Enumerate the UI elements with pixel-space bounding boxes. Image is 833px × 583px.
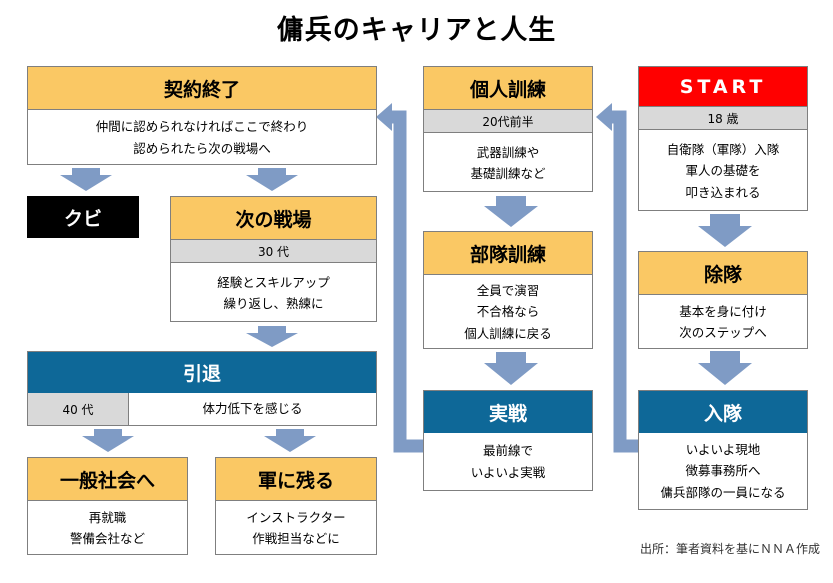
stay-line: 作戦担当などに: [252, 531, 340, 546]
retire-age: 40 代: [28, 393, 129, 425]
combat-description: 最前線で いよいよ実戦: [424, 433, 592, 490]
enlist-description: いよいよ現地 徴募事務所へ 傭兵部隊の一員になる: [639, 433, 807, 509]
next-field-description: 経験とスキルアップ 繰り返し、熟練に: [171, 263, 376, 323]
stay-line: インストラクター: [246, 509, 346, 525]
start-line: 叩き込まれる: [685, 184, 761, 200]
combat-box: 実戦 最前線で いよいよ実戦: [423, 390, 593, 491]
start-age: 18 歳: [639, 106, 807, 130]
contract-end-description: 仲間に認められなければここで終わり 認められたら次の戦場へ: [28, 110, 376, 165]
enlist-line: 傭兵部隊の一員になる: [660, 484, 786, 500]
retire-box: 引退 40 代 体力低下を感じる: [27, 351, 377, 426]
start-line: 自衛隊（軍隊）入隊: [666, 142, 780, 158]
stay-box: 軍に残る インストラクター 作戦担当などに: [215, 457, 377, 555]
next-field-age: 30 代: [171, 239, 376, 263]
individual-training-line: 基礎訓練など: [470, 166, 546, 181]
loop-combat-to-contract: [392, 110, 424, 453]
discharge-box: 除隊 基本を身に付け 次のステップへ: [638, 251, 808, 349]
source-note: 出所：筆者資料を基にＮＮＡ作成: [639, 542, 820, 556]
unit-training-header: 部隊訓練: [424, 232, 592, 275]
unit-training-line: 全員で演習: [476, 283, 540, 299]
civilian-header: 一般社会へ: [28, 458, 187, 501]
retire-header: 引退: [28, 352, 376, 393]
start-header: START: [639, 67, 807, 106]
loop-arrowhead-contract: [376, 103, 392, 131]
unit-training-description: 全員で演習 不合格なら 個人訓練に戻る: [424, 275, 592, 349]
combat-header: 実戦: [424, 391, 592, 433]
arrow-individual-to-unit: [484, 196, 538, 227]
next-field-header: 次の戦場: [171, 197, 376, 239]
stay-description: インストラクター 作戦担当などに: [216, 501, 376, 555]
unit-training-line: 個人訓練に戻る: [464, 325, 552, 341]
unit-training-line: 不合格なら: [476, 304, 540, 320]
start-box: START 18 歳 自衛隊（軍隊）入隊 軍人の基礎を 叩き込まれる: [638, 66, 808, 211]
combat-line: 最前線で: [482, 443, 533, 459]
arrow-contract-to-next: [246, 168, 298, 191]
individual-training-age: 20代前半: [424, 109, 592, 133]
loop-arrowhead-individual: [596, 103, 612, 131]
contract-end-box: 契約終了 仲間に認められなければここで終わり 認められたら次の戦場へ: [27, 66, 377, 165]
enlist-box: 入隊 いよいよ現地 徴募事務所へ 傭兵部隊の一員になる: [638, 390, 808, 510]
individual-training-box: 個人訓練 20代前半 武器訓練や 基礎訓練など: [423, 66, 593, 192]
arrow-start-to-discharge: [698, 214, 752, 247]
discharge-header: 除隊: [639, 252, 807, 295]
retire-detail-row: 40 代 体力低下を感じる: [28, 393, 376, 425]
fired-box: クビ: [27, 196, 139, 238]
enlist-line: いよいよ現地: [685, 442, 761, 458]
individual-training-description: 武器訓練や 基礎訓練など: [424, 133, 592, 193]
discharge-line: 基本を身に付け: [679, 303, 767, 319]
discharge-line: 次のステップへ: [679, 325, 767, 340]
arrow-retire-to-civilian: [82, 429, 134, 452]
next-field-line: 繰り返し、熟練に: [223, 296, 324, 311]
arrow-next-to-retire: [246, 326, 298, 347]
contract-end-line: 認められたら次の戦場へ: [133, 140, 271, 156]
enlist-header: 入隊: [639, 391, 807, 433]
arrow-unit-to-combat: [484, 352, 538, 385]
discharge-description: 基本を身に付け 次のステップへ: [639, 295, 807, 349]
contract-end-header: 契約終了: [28, 67, 376, 110]
next-field-line: 経験とスキルアップ: [217, 274, 330, 290]
civilian-line: 警備会社など: [69, 531, 145, 546]
arrow-discharge-to-enlist: [698, 351, 752, 385]
combat-line: いよいよ実戦: [470, 464, 546, 480]
start-description: 自衛隊（軍隊）入隊 軍人の基礎を 叩き込まれる: [639, 130, 807, 212]
start-line: 軍人の基礎を: [685, 163, 761, 179]
enlist-line: 徴募事務所へ: [685, 463, 761, 479]
individual-training-header: 個人訓練: [424, 67, 592, 109]
next-field-box: 次の戦場 30 代 経験とスキルアップ 繰り返し、熟練に: [170, 196, 377, 322]
page-title: 傭兵のキャリアと人生: [276, 15, 557, 46]
arrow-contract-to-fired: [60, 168, 112, 191]
loop-enlist-to-individual: [612, 110, 638, 453]
civilian-line: 再就職: [88, 509, 127, 525]
retire-note: 体力低下を感じる: [202, 401, 303, 417]
individual-training-line: 武器訓練や: [476, 144, 540, 160]
civilian-box: 一般社会へ 再就職 警備会社など: [27, 457, 188, 555]
arrow-retire-to-stay: [264, 429, 316, 452]
civilian-description: 再就職 警備会社など: [28, 501, 187, 555]
stay-header: 軍に残る: [216, 458, 376, 501]
unit-training-box: 部隊訓練 全員で演習 不合格なら 個人訓練に戻る: [423, 231, 593, 349]
contract-end-line: 仲間に認められなければここで終わり: [95, 119, 309, 135]
